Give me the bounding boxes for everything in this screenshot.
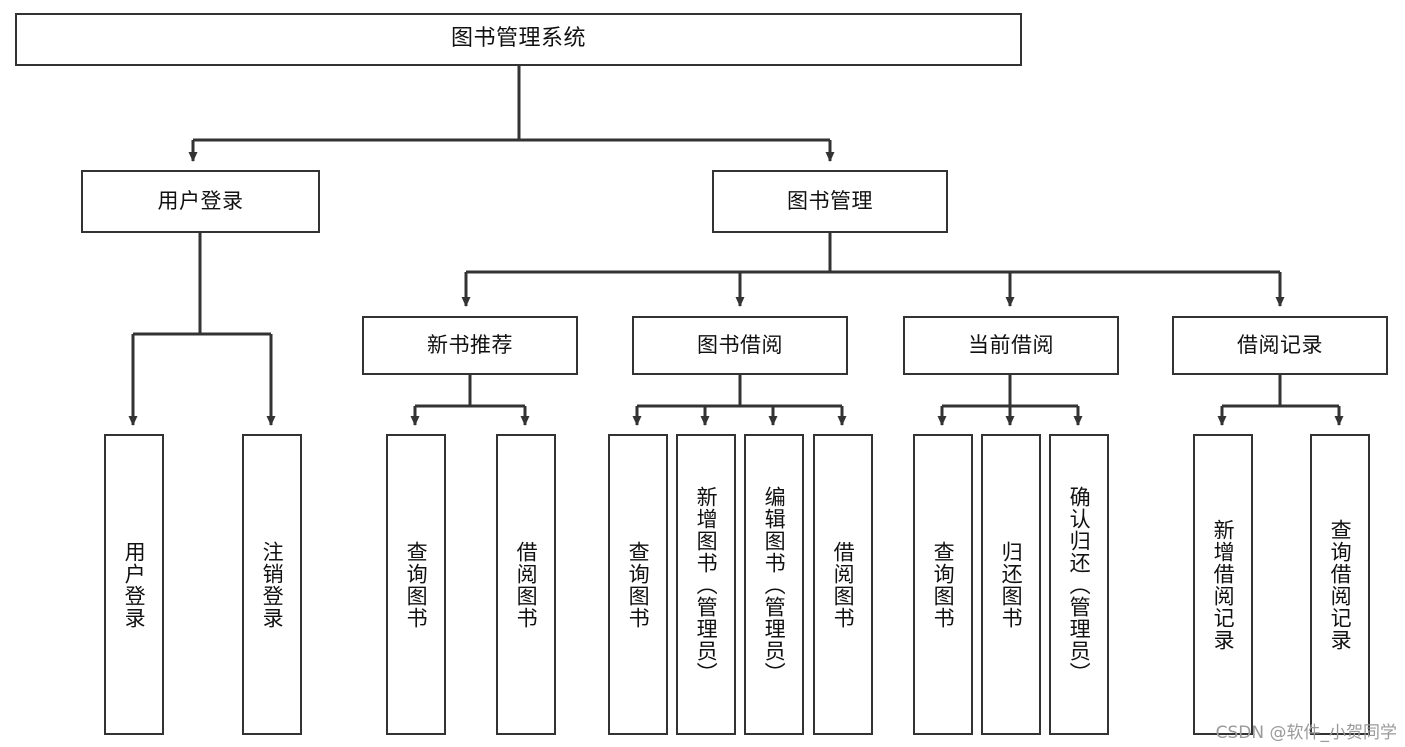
node-leaf-logout[interactable]: 注销登录 bbox=[242, 434, 302, 735]
node-label: 新增图书（管理员） bbox=[694, 485, 719, 684]
edge-userlogin-to-leaves bbox=[128, 233, 276, 426]
edge-bookborrow-to-leaves bbox=[632, 375, 847, 426]
node-label: 借阅图书 bbox=[831, 540, 856, 629]
node-label: 归还图书 bbox=[999, 540, 1024, 629]
node-book-borrow[interactable]: 图书借阅 bbox=[632, 316, 848, 375]
node-leaf-query-book-1[interactable]: 查询图书 bbox=[386, 434, 446, 735]
watermark-text: CSDN @软件_小贺同学 bbox=[1215, 723, 1397, 743]
node-label: 查询借阅记录 bbox=[1328, 518, 1353, 651]
node-leaf-borrow-book-1[interactable]: 借阅图书 bbox=[496, 434, 556, 735]
node-root-system[interactable]: 图书管理系统 bbox=[15, 13, 1022, 66]
edge-root-to-level2 bbox=[188, 66, 835, 162]
node-label: 用户登录 bbox=[157, 188, 244, 213]
node-borrow-record[interactable]: 借阅记录 bbox=[1172, 316, 1388, 375]
node-leaf-borrow-book-2[interactable]: 借阅图书 bbox=[813, 434, 873, 735]
node-leaf-edit-book[interactable]: 编辑图书（管理员） bbox=[744, 434, 804, 735]
edge-newbook-to-leaves bbox=[410, 375, 530, 426]
node-label: 查询图书 bbox=[931, 540, 956, 629]
node-leaf-confirm-return[interactable]: 确认归还（管理员） bbox=[1049, 434, 1109, 735]
node-label: 借阅记录 bbox=[1237, 332, 1323, 357]
node-label: 查询图书 bbox=[626, 540, 651, 629]
node-user-login[interactable]: 用户登录 bbox=[81, 170, 320, 233]
edge-bookmanage-to-level3 bbox=[461, 233, 1285, 307]
node-book-manage[interactable]: 图书管理 bbox=[712, 170, 948, 233]
node-leaf-user-login[interactable]: 用户登录 bbox=[104, 434, 164, 735]
edge-currentborrow-to-leaves bbox=[937, 375, 1083, 426]
node-label: 图书借阅 bbox=[697, 332, 783, 357]
node-label: 确认归还（管理员） bbox=[1067, 485, 1092, 684]
node-new-book-recommend[interactable]: 新书推荐 bbox=[362, 316, 578, 375]
node-leaf-query-record[interactable]: 查询借阅记录 bbox=[1310, 434, 1370, 735]
node-current-borrow[interactable]: 当前借阅 bbox=[903, 316, 1119, 375]
node-label: 新增借阅记录 bbox=[1211, 518, 1236, 651]
node-label: 注销登录 bbox=[260, 540, 285, 629]
node-leaf-return-book[interactable]: 归还图书 bbox=[981, 434, 1041, 735]
node-label: 当前借阅 bbox=[968, 332, 1054, 357]
node-label: 查询图书 bbox=[404, 540, 429, 629]
node-label: 图书管理系统 bbox=[450, 26, 586, 52]
node-leaf-add-record[interactable]: 新增借阅记录 bbox=[1193, 434, 1253, 735]
node-label: 用户登录 bbox=[122, 540, 147, 629]
node-label: 借阅图书 bbox=[514, 540, 539, 629]
node-label: 图书管理 bbox=[787, 188, 873, 213]
node-leaf-add-book[interactable]: 新增图书（管理员） bbox=[676, 434, 736, 735]
node-leaf-query-book-2[interactable]: 查询图书 bbox=[608, 434, 668, 735]
edge-borrowrecord-to-leaves bbox=[1217, 375, 1344, 426]
node-label: 编辑图书（管理员） bbox=[762, 485, 787, 684]
node-label: 新书推荐 bbox=[427, 332, 513, 357]
node-leaf-query-book-3[interactable]: 查询图书 bbox=[913, 434, 973, 735]
